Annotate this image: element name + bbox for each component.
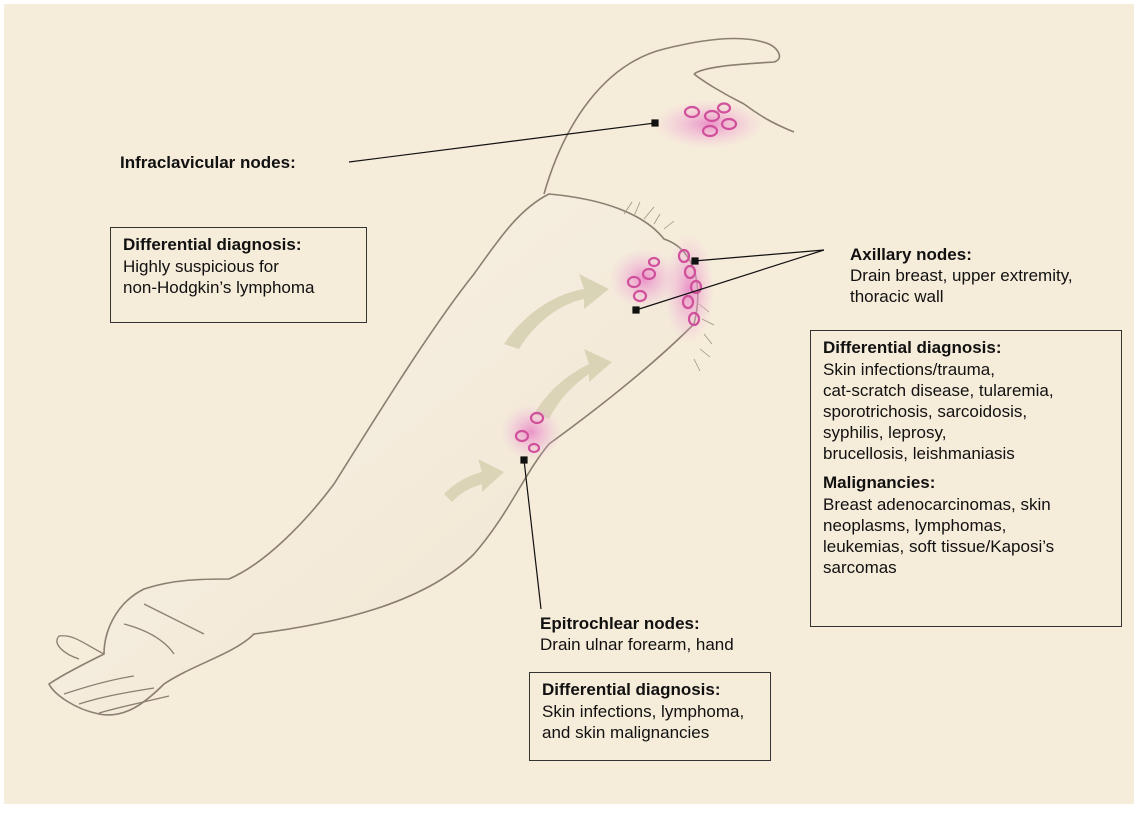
axillary-text: Drain breast, upper extremity, thoracic … (850, 265, 1073, 307)
malignancies-text: Breast adenocarcinomas, skin neoplasms, … (823, 494, 1111, 578)
epitrochlear-text: Drain ulnar forearm, hand (540, 634, 734, 655)
epitrochlear-nodes-cluster (501, 404, 561, 460)
diagram-canvas: Infraclavicular nodes: Differential diag… (4, 4, 1134, 804)
axillary-dx-text: Skin infections/trauma, cat-scratch dise… (823, 359, 1111, 464)
infraclavicular-dx-text: Highly suspicious for non-Hodgkin’s lymp… (123, 256, 356, 298)
infraclavicular-dx-box: Differential diagnosis: Highly suspiciou… (110, 227, 367, 323)
epitrochlear-label: Epitrochlear nodes: Drain ulnar forearm,… (540, 613, 734, 655)
infraclavicular-label: Infraclavicular nodes: (120, 152, 296, 173)
infraclavicular-heading: Infraclavicular nodes: (120, 152, 296, 173)
infraclavicular-dx-heading: Differential diagnosis: (123, 234, 356, 255)
epitrochlear-dx-text: Skin infections, lymphoma, and skin mali… (542, 701, 760, 743)
axillary-heading: Axillary nodes: (850, 244, 1073, 265)
infraclavicular-nodes-cluster (654, 100, 764, 148)
malignancies-heading: Malignancies: (823, 472, 1111, 493)
axillary-dx-heading: Differential diagnosis: (823, 337, 1111, 358)
axillary-dx-box: Differential diagnosis: Skin infections/… (810, 330, 1122, 627)
axillary-label: Axillary nodes: Drain breast, upper extr… (850, 244, 1073, 307)
epitrochlear-heading: Epitrochlear nodes: (540, 613, 734, 634)
epitrochlear-dx-heading: Differential diagnosis: (542, 679, 760, 700)
epitrochlear-dx-box: Differential diagnosis: Skin infections,… (529, 672, 771, 761)
